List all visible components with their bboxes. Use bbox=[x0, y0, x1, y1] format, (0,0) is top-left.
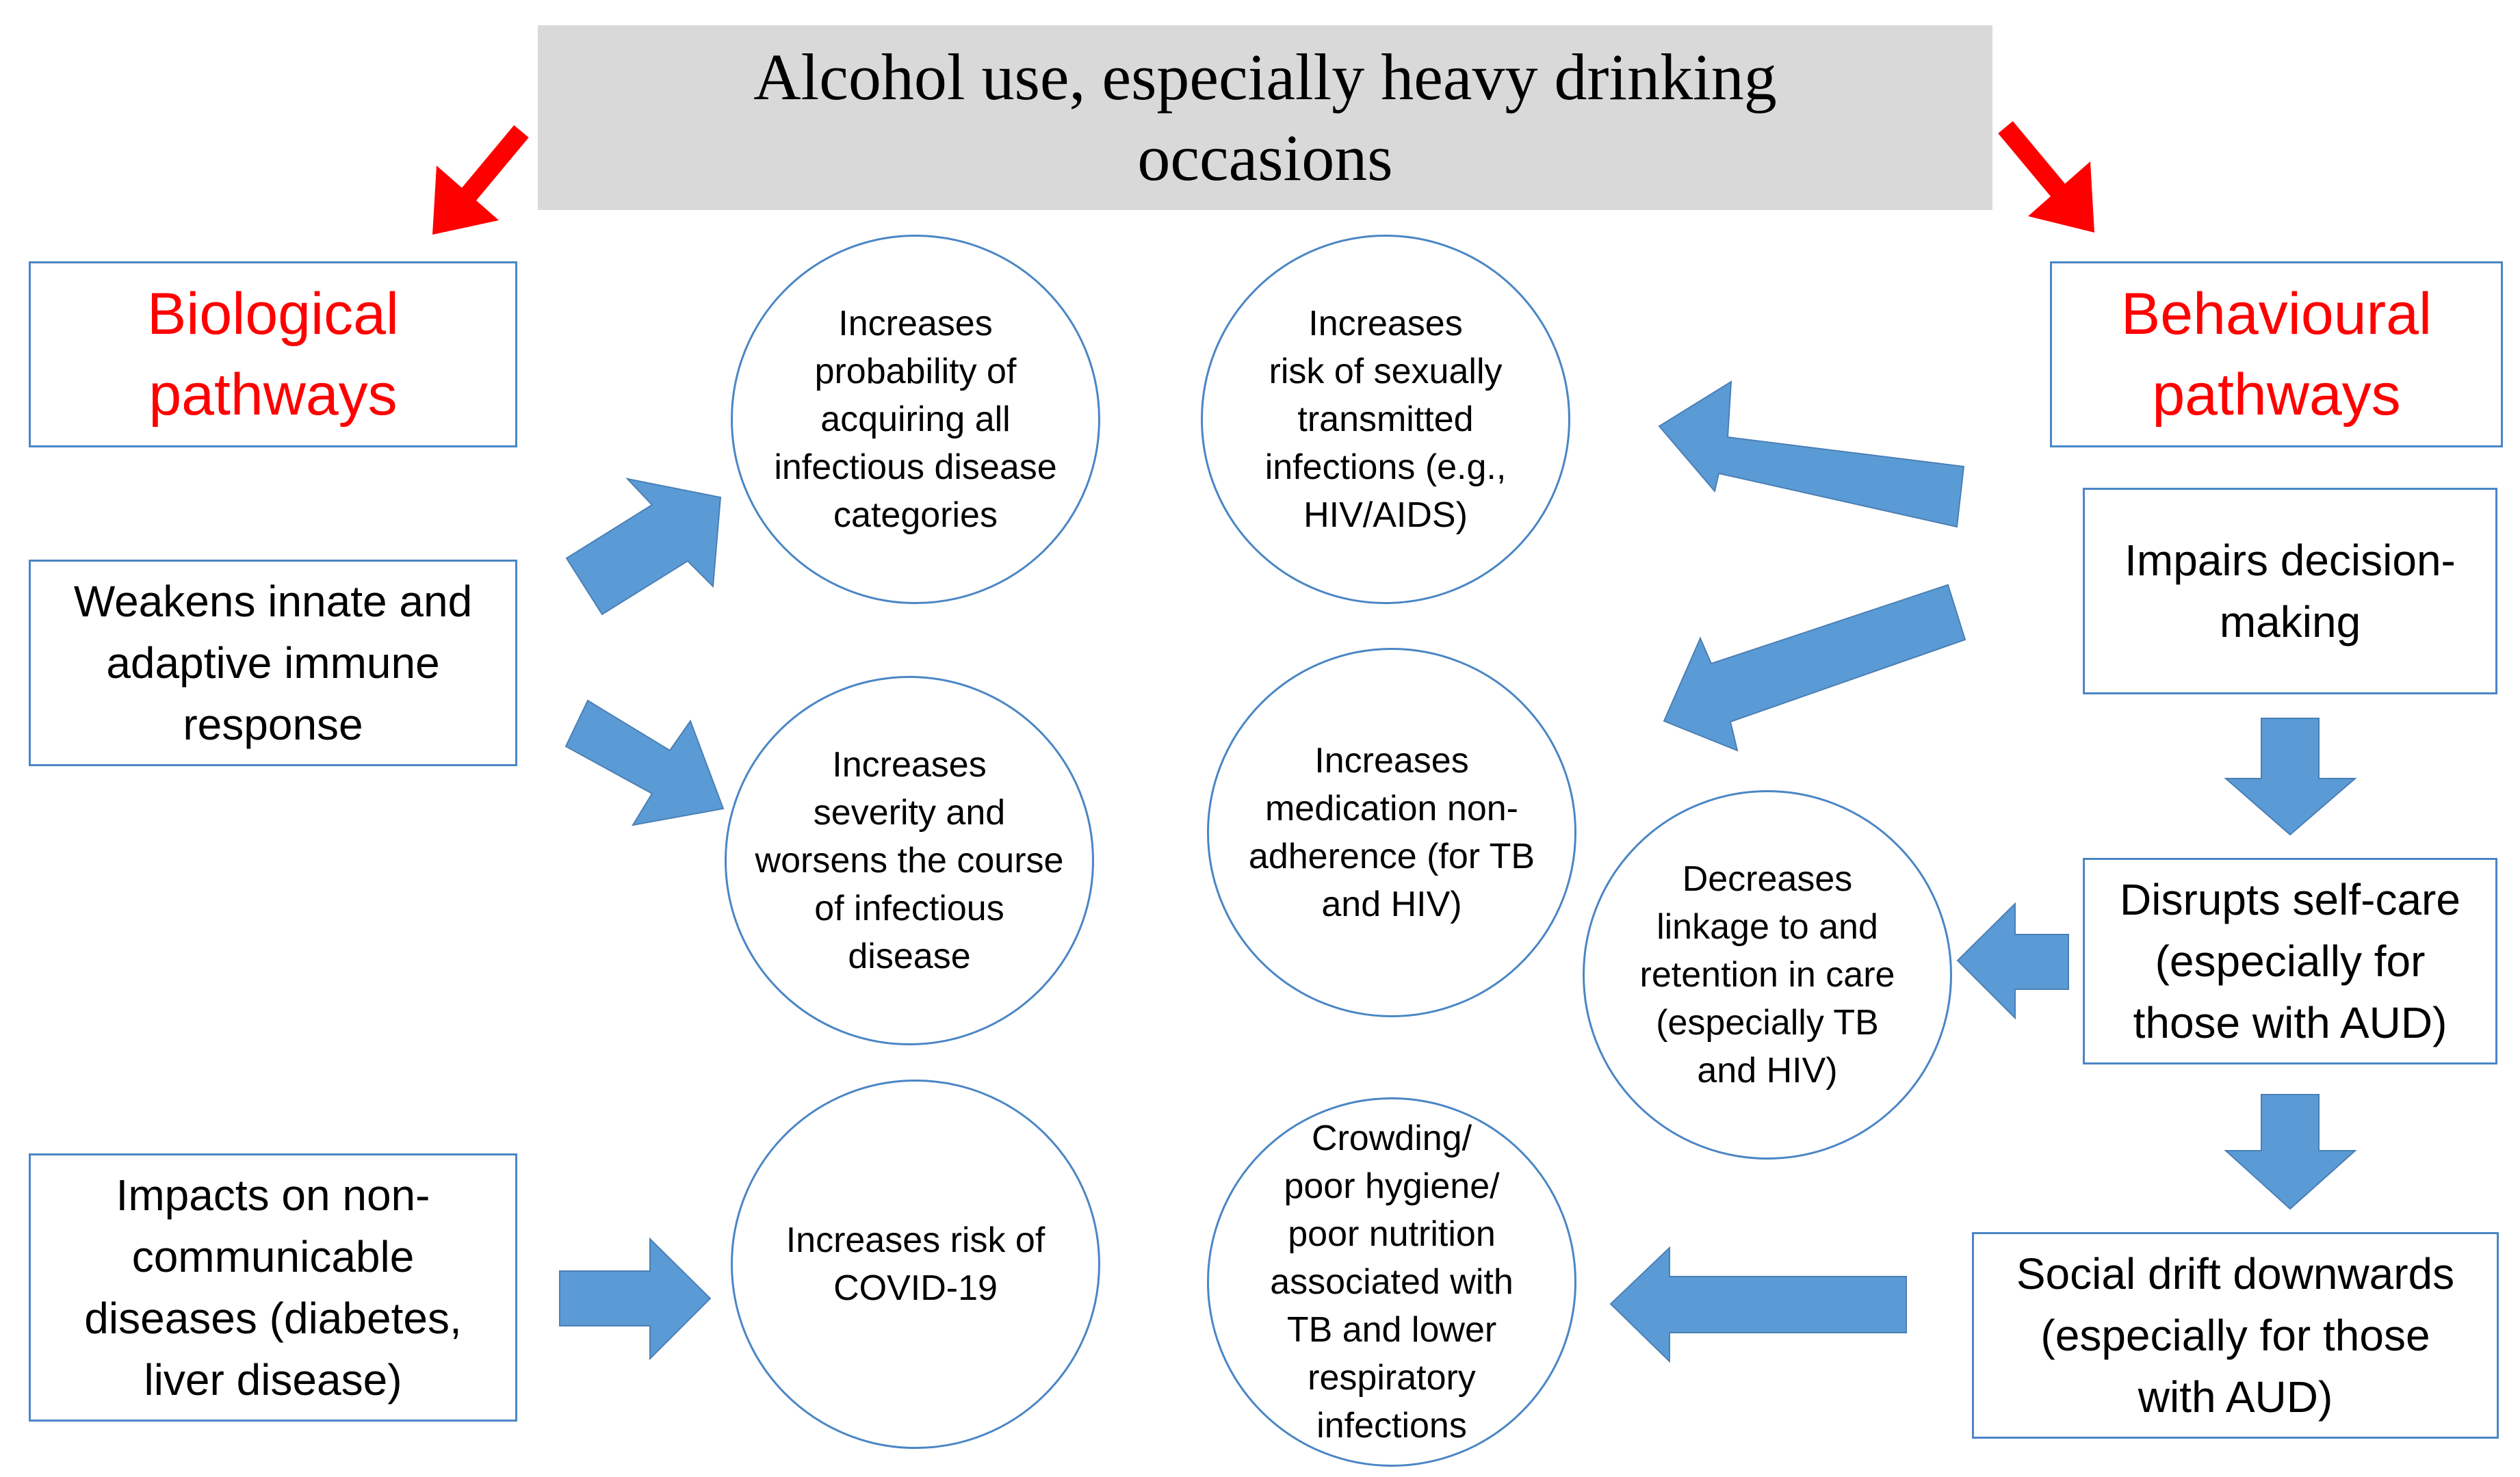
blue-arrow-ncd-to-covid bbox=[559, 1237, 712, 1361]
circle-medication-non-adherence: Increases medication non- adherence (for… bbox=[1207, 648, 1576, 1017]
red-arrow-left bbox=[432, 125, 529, 235]
blue-arrow-decision-to-nonadherence bbox=[1663, 584, 1966, 752]
behavioural-pathways-header: Behavioural pathways bbox=[2050, 261, 2503, 447]
blue-arrow-drift-to-crowding bbox=[1609, 1246, 1907, 1363]
circle-increases-probability: Increases probability of acquiring all i… bbox=[731, 235, 1100, 604]
blue-arrow-selfcare-to-linkage bbox=[1956, 902, 2069, 1020]
circle-sexually-transmitted-infections: Increases risk of sexually transmitted i… bbox=[1201, 235, 1570, 604]
circle-decreases-linkage-to-care: Decreases linkage to and retention in ca… bbox=[1583, 790, 1952, 1160]
blue-arrow-decision-to-sti bbox=[1658, 380, 1965, 528]
blue-arrow-immune-to-probability bbox=[565, 478, 722, 616]
disrupts-self-care-box: Disrupts self-care (especially for those… bbox=[2083, 858, 2497, 1064]
non-communicable-diseases-box: Impacts on non- communicable diseases (d… bbox=[29, 1153, 517, 1422]
blue-arrow-immune-to-severity bbox=[564, 699, 725, 826]
circle-increases-severity: Increases severity and worsens the cours… bbox=[725, 676, 1094, 1045]
red-arrow-right bbox=[1998, 121, 2094, 233]
biological-pathways-header: Biological pathways bbox=[29, 261, 517, 447]
impairs-decision-making-box: Impairs decision- making bbox=[2083, 488, 2497, 694]
social-drift-box: Social drift downwards (especially for t… bbox=[1972, 1232, 2499, 1439]
weakens-immune-response-box: Weakens innate and adaptive immune respo… bbox=[29, 560, 517, 766]
diagram-title: Alcohol use, especially heavy drinking o… bbox=[538, 25, 1992, 210]
circle-crowding-poor-hygiene: Crowding/ poor hygiene/ poor nutrition a… bbox=[1207, 1097, 1576, 1467]
circle-covid-risk: Increases risk of COVID-19 bbox=[731, 1080, 1100, 1449]
blue-arrow-down-selfcare-to-drift bbox=[2224, 1094, 2357, 1210]
blue-arrow-down-decision-to-selfcare bbox=[2224, 718, 2357, 836]
